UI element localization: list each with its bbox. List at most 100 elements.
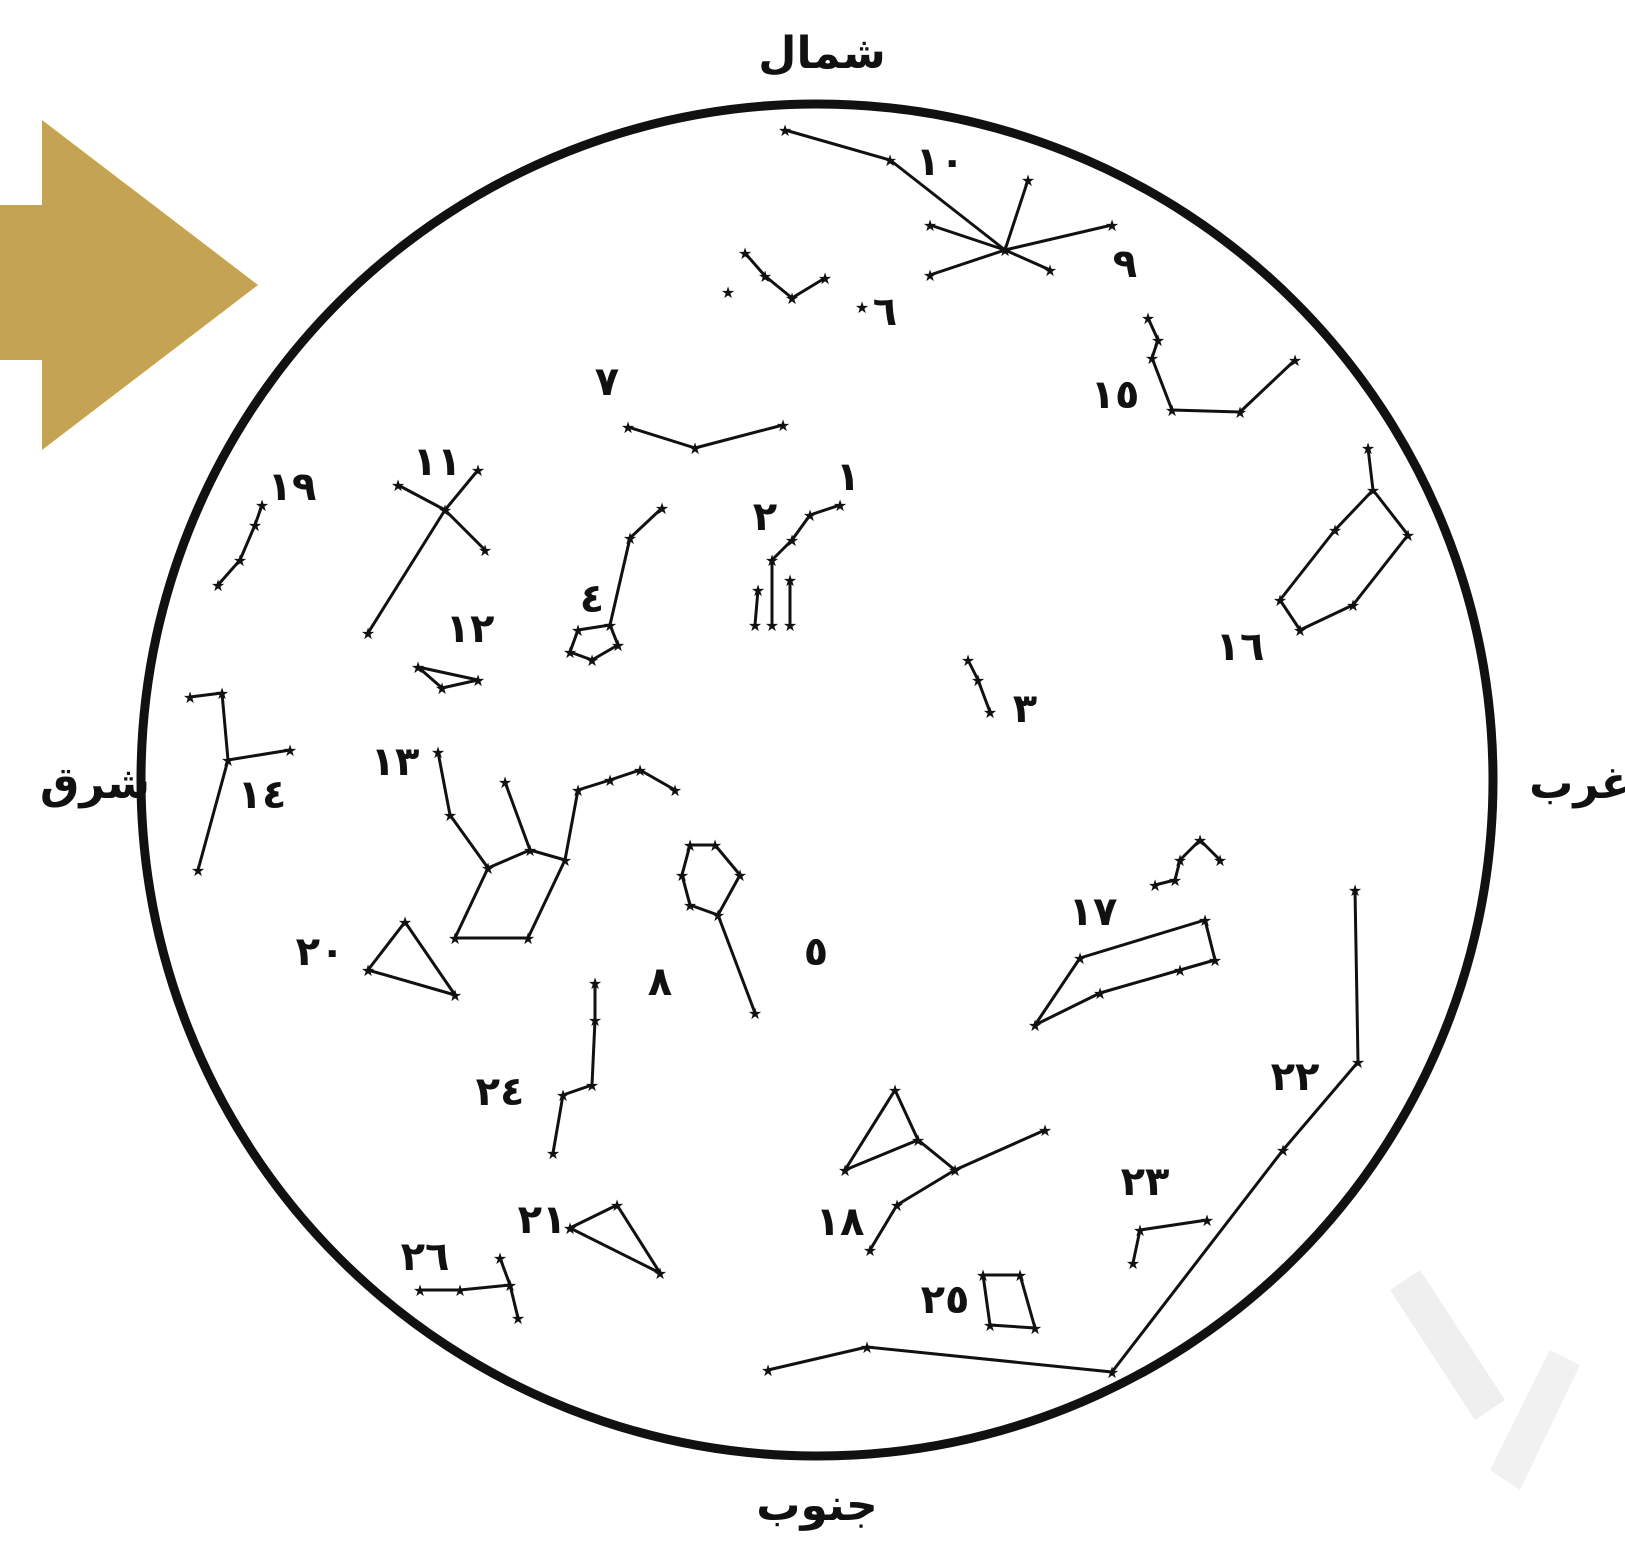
star-mark-icon: ★ [1213,851,1227,870]
star-mark-icon: ★ [721,283,735,302]
star-mark-icon: ★ [478,541,492,560]
star-mark-icon: ★ [818,269,832,288]
north-label: شمال [758,28,885,79]
star-mark-icon: ★ [391,476,405,495]
constellation-number-19: ١٩ [268,464,317,510]
star-mark-icon: ★ [948,1161,962,1180]
star-mark-icon: ★ [558,851,572,870]
constellation-9-line [930,250,1050,275]
constellation-21-line [570,1205,660,1273]
star-mark-icon: ★ [215,684,229,703]
constellation-number-24: ٢٤ [476,1069,525,1115]
constellation-number-5: ٥ [804,929,828,975]
star-mark-icon: ★ [623,529,637,548]
constellation-number-4: ٤ [580,576,604,622]
star-mark-icon: ★ [783,616,797,635]
right-arrow-icon [0,120,258,450]
star-mark-icon: ★ [471,671,485,690]
star-mark-icon: ★ [1401,526,1415,545]
star-mark-icon: ★ [675,866,689,885]
constellation-15-line [1148,318,1295,412]
east-label: شرق [40,758,150,809]
star-mark-icon: ★ [983,1316,997,1335]
star-mark-icon: ★ [911,1131,925,1150]
star-mark-icon: ★ [621,418,635,437]
star-mark-icon: ★ [890,1196,904,1215]
star-mark-icon: ★ [1293,621,1307,640]
constellation-number-16: ١٦ [1216,624,1265,670]
constellation-number-13: ١٣ [371,739,420,785]
constellation-9-line [1005,180,1028,250]
star-mark-icon: ★ [191,861,205,880]
star-mark-icon: ★ [431,743,445,762]
constellation-number-23: ٢٣ [1121,1159,1170,1205]
star-mark-icon: ★ [1200,1211,1214,1230]
star-mark-icon: ★ [983,703,997,722]
constellation-number-20: ٢٠ [296,929,345,975]
star-mark-icon: ★ [1273,591,1287,610]
star-mark-icon: ★ [413,1281,427,1300]
star-mark-icon: ★ [1151,331,1165,350]
star-mark-icon: ★ [1105,1363,1119,1382]
star-mark-icon: ★ [546,1144,560,1163]
constellation-number-22: ٢٢ [1271,1054,1320,1100]
star-mark-icon: ★ [611,636,625,655]
star-mark-icon: ★ [1021,171,1035,190]
star-mark-icon: ★ [398,913,412,932]
constellation-8-line [553,983,595,1153]
star-mark-icon: ★ [1028,1016,1042,1035]
star-mark-icon: ★ [961,651,975,670]
constellation-17-line [1155,840,1220,885]
star-mark-icon: ★ [493,1249,507,1268]
star-mark-icon: ★ [778,121,792,140]
star-mark-icon: ★ [443,806,457,825]
constellation-number-10: ١٠ [916,139,965,185]
star-mark-icon: ★ [803,506,817,525]
star-mark-icon: ★ [183,688,197,707]
star-mark-icon: ★ [1208,951,1222,970]
star-mark-icon: ★ [1346,596,1360,615]
star-mark-icon: ★ [748,1004,762,1023]
star-mark-icon: ★ [211,576,225,595]
star-mark-icon: ★ [855,298,869,317]
star-mark-icon: ★ [683,896,697,915]
constellation-14-line [228,750,290,760]
star-mark-icon: ★ [1043,261,1057,280]
star-mark-icon: ★ [1093,984,1107,1003]
constellation-22-line [768,890,1358,1372]
star-mark-icon: ★ [411,658,425,677]
star-mark-icon: ★ [521,929,535,948]
star-mark-icon: ★ [838,1161,852,1180]
star-mark-icon: ★ [708,836,722,855]
star-mark-icon: ★ [498,773,512,792]
star-mark-icon: ★ [655,499,669,518]
constellation-17-line [1035,920,1215,1025]
star-mark-icon: ★ [471,461,485,480]
star-mark-icon: ★ [1165,401,1179,420]
constellation-number-26: ٢٦ [401,1234,450,1280]
star-mark-icon: ★ [1105,216,1119,235]
star-mark-icon: ★ [1028,1319,1042,1338]
star-mark-icon: ★ [783,571,797,590]
star-mark-icon: ★ [785,531,799,550]
constellation-number-17: ١٧ [1069,889,1118,935]
star-mark-icon: ★ [1351,1053,1365,1072]
star-mark-icon: ★ [563,643,577,662]
star-mark-icon: ★ [1288,351,1302,370]
star-mark-icon: ★ [603,771,617,790]
constellation-10-line [785,130,1005,250]
star-mark-icon: ★ [668,781,682,800]
south-label: جنوب [756,1480,877,1531]
star-mark-icon: ★ [603,616,617,635]
star-mark-icon: ★ [758,267,772,286]
star-mark-icon: ★ [711,906,725,925]
constellation-20-line [368,922,455,995]
star-mark-icon: ★ [761,1361,775,1380]
star-mark-icon: ★ [585,651,599,670]
star-mark-icon: ★ [998,241,1012,260]
star-mark-icon: ★ [233,551,247,570]
star-mark-icon: ★ [453,1281,467,1300]
constellation-11-line [368,510,445,633]
star-mark-icon: ★ [860,1338,874,1357]
star-mark-icon: ★ [438,501,452,520]
